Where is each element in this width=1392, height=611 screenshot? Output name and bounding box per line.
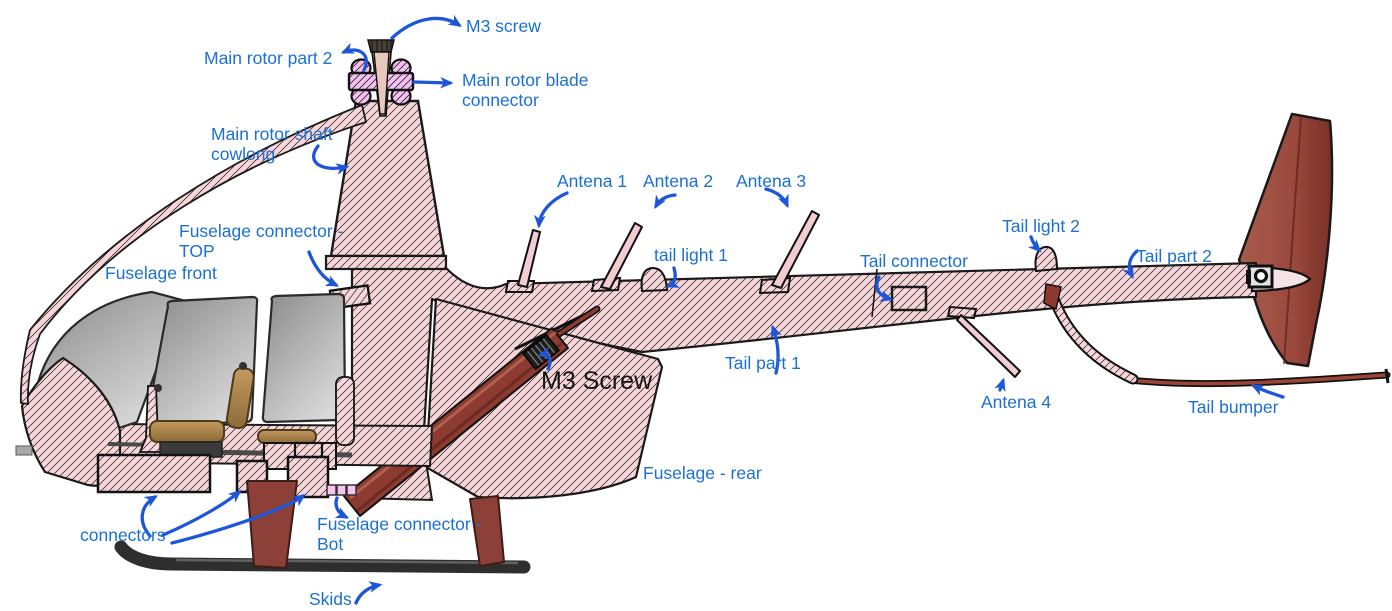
- door-window-2: [261, 292, 347, 424]
- tail-fin-connector: [1246, 264, 1312, 293]
- arrow-antena-2: [654, 193, 677, 209]
- tail-fin: [1237, 112, 1334, 368]
- fuselage-connector-bot-part: [326, 484, 357, 496]
- canopy-rim: [19, 103, 368, 406]
- arrow-shaft-cowling: [312, 144, 350, 175]
- front-seat: [149, 362, 255, 458]
- front-skid-strut: [246, 480, 298, 569]
- arrow-antena-1: [533, 191, 569, 229]
- arrow-fuselage-connector-top: [307, 250, 340, 287]
- tail-bumper-strut: [1043, 283, 1139, 385]
- arrow-antena-3: [764, 187, 789, 209]
- tail-bumper: [1126, 368, 1391, 388]
- main-rotor-hub: [347, 39, 415, 117]
- antenna-1: [504, 229, 541, 293]
- arrow-fuselage-connector-bot: [334, 496, 350, 519]
- arrow-m3-screw-mid: [537, 346, 552, 371]
- arrow-m3-screw-top: [390, 14, 462, 40]
- arrow-blade-connector: [412, 76, 454, 89]
- arrow-tail-light-1: [665, 266, 681, 288]
- antenna-4: [946, 305, 1021, 378]
- arrow-main-rotor-part-2: [340, 42, 368, 72]
- fuselage-front-cabin: [15, 103, 434, 499]
- arrow-tail-connector: [875, 275, 894, 302]
- antenna-2: [590, 222, 643, 293]
- nose-structure: [20, 356, 122, 487]
- rear-skid-strut: [469, 495, 505, 567]
- arrow-tail-bumper: [1250, 384, 1285, 399]
- arrow-antena-4: [994, 377, 1006, 393]
- arrow-connectors-3: [170, 493, 306, 545]
- boom-seam: [871, 268, 878, 318]
- arrow-skids: [354, 581, 383, 605]
- antenna-3: [758, 210, 820, 295]
- arrow-tail-part-2: [1122, 249, 1139, 280]
- tail-boom: [350, 261, 1258, 432]
- tail-light-2-part: [1034, 245, 1059, 273]
- annotation-arrows: [140, 14, 1285, 605]
- tail-light-1-part: [640, 266, 669, 293]
- arrow-connectors-2: [161, 489, 242, 537]
- rear-seat-back: [335, 376, 355, 446]
- drive-shaft: [343, 305, 601, 517]
- arrow-connectors-1: [140, 495, 158, 538]
- arrow-tail-part-1: [770, 324, 782, 375]
- landing-skids: [114, 480, 531, 574]
- arrow-tail-light-2: [1028, 235, 1042, 253]
